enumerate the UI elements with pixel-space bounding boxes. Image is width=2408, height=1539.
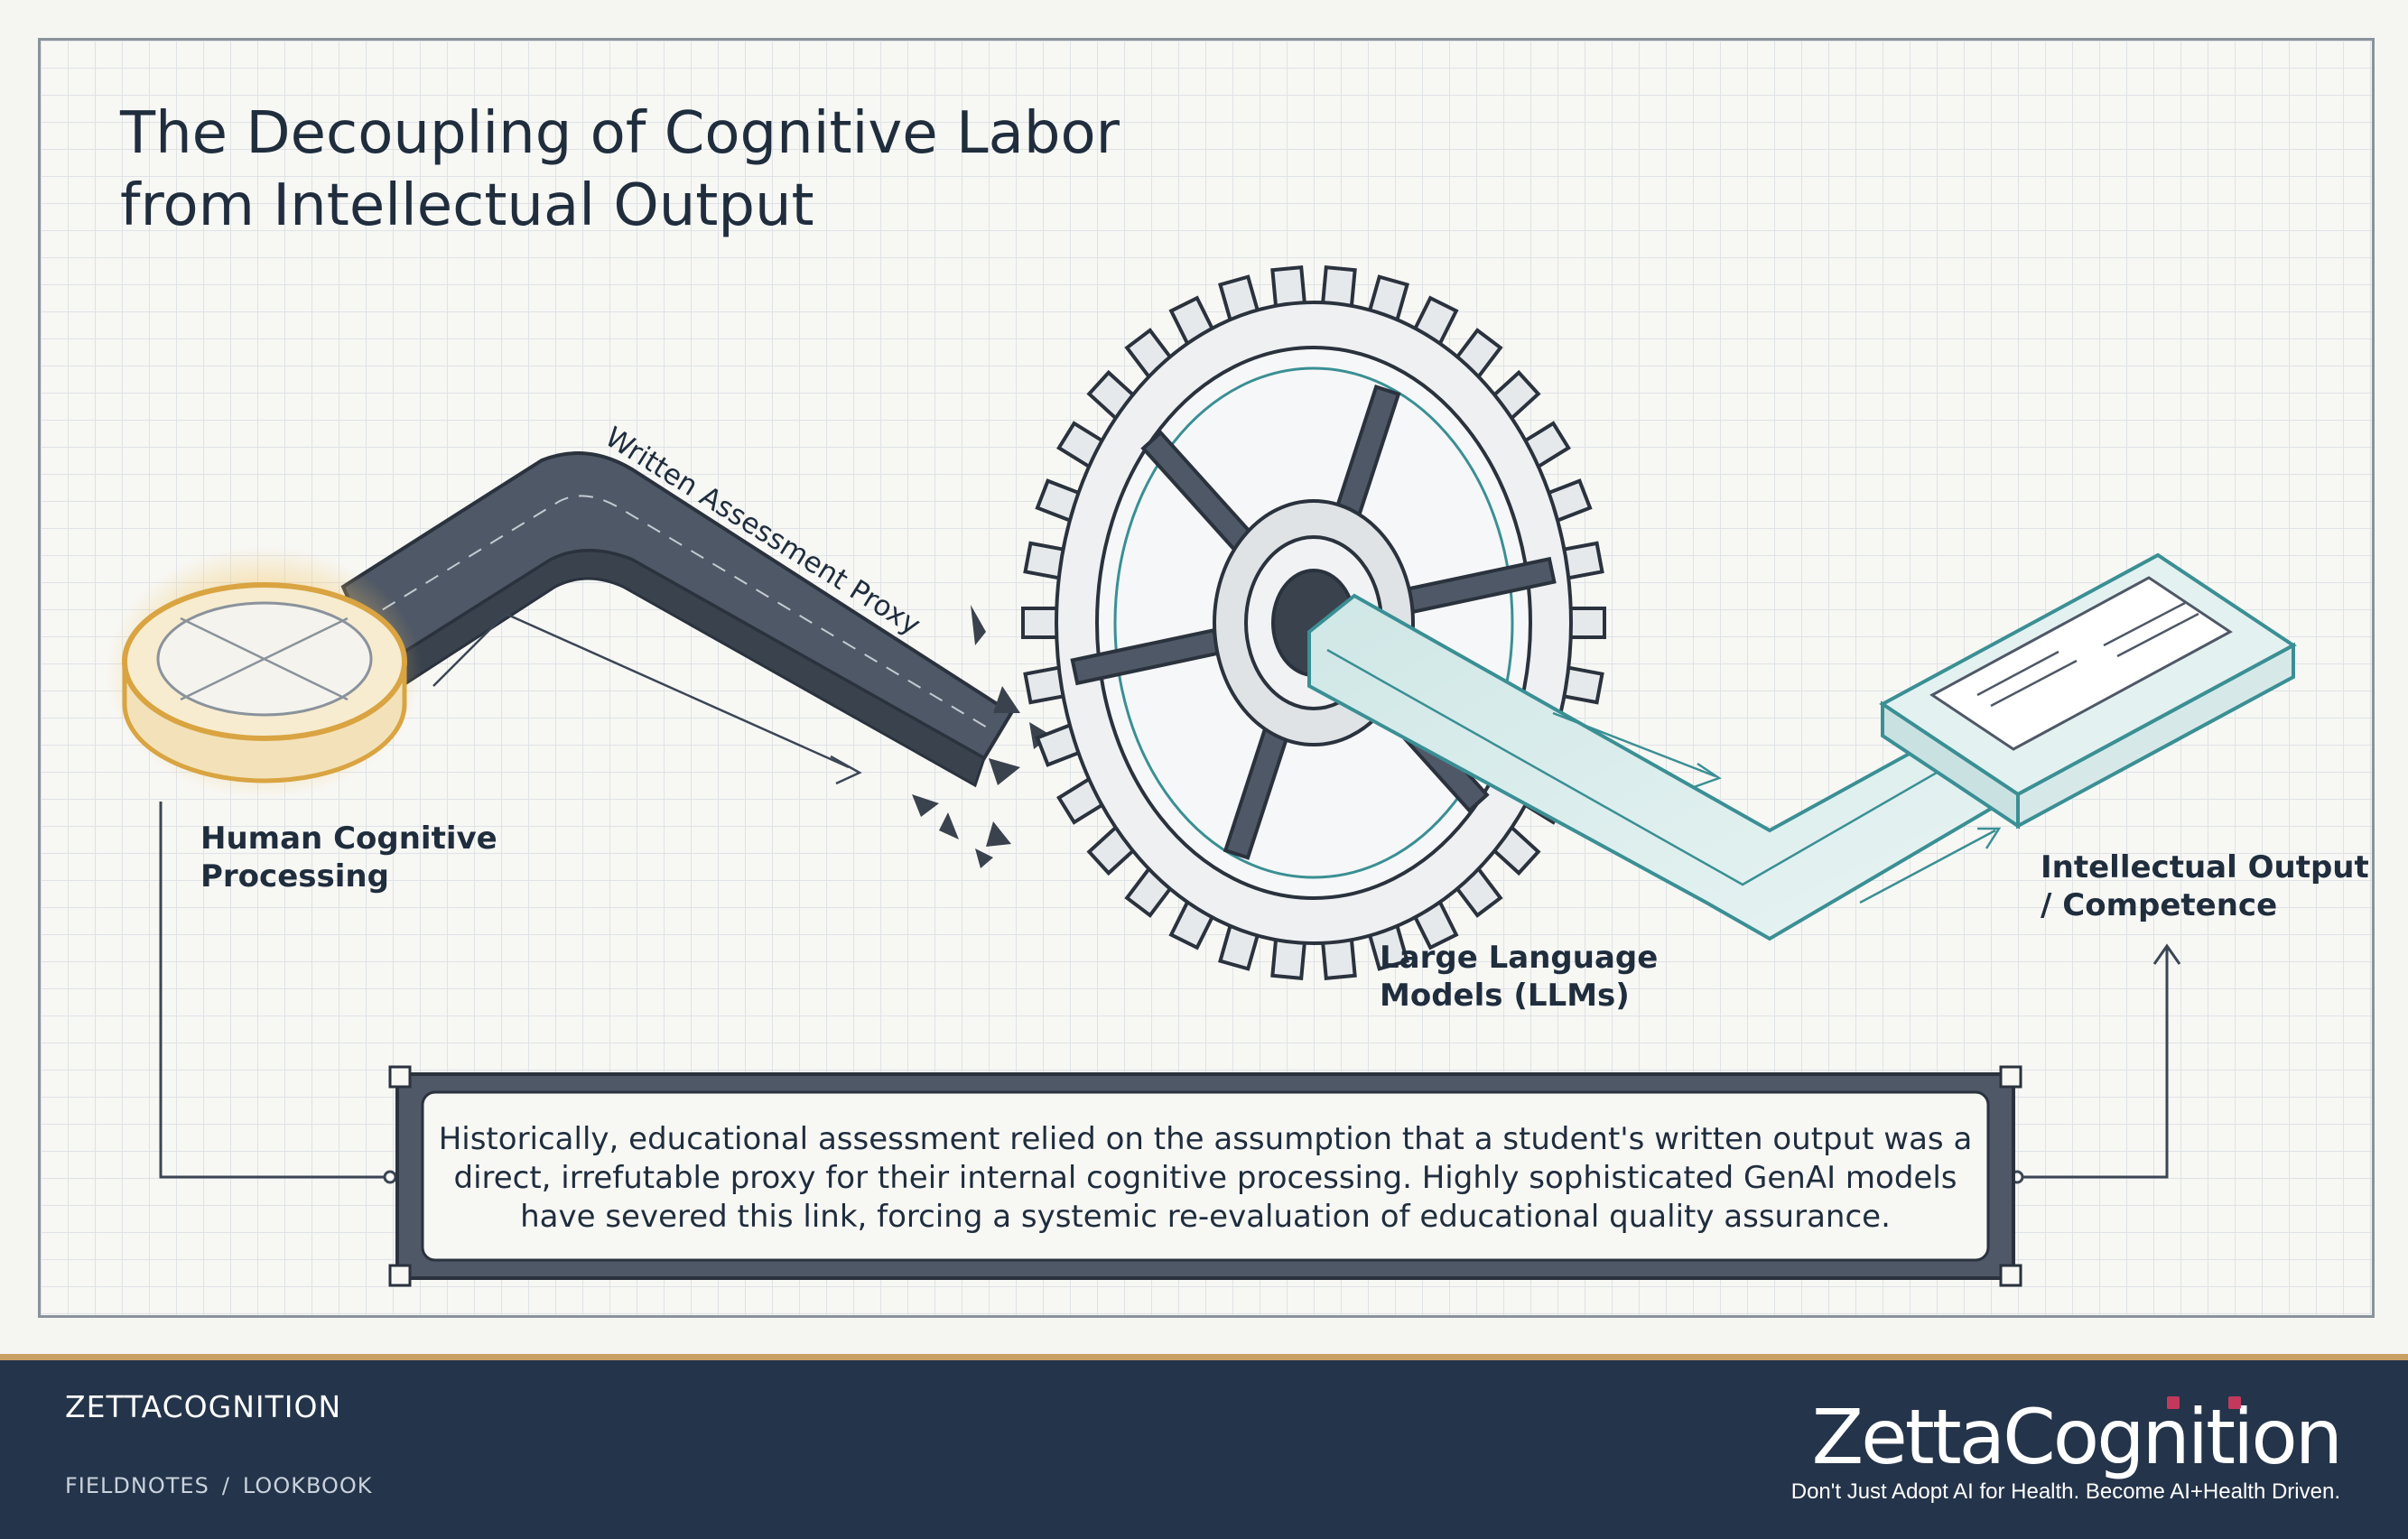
caption-text: Historically, educational assessment rel… — [424, 1088, 1986, 1268]
llm-gear — [1021, 265, 1606, 980]
breadcrumb-lookbook[interactable]: LOOKBOOK — [242, 1473, 373, 1498]
teal-output-shaft — [1307, 593, 2016, 941]
footer-tagline: Don't Just Adopt AI for Health. Become A… — [1790, 1479, 2340, 1504]
zettacognition-logo[interactable]: ZettaCognition — [1726, 1393, 2343, 1481]
diagram-canvas: The Decoupling of Cognitive Labor from I… — [38, 38, 2375, 1318]
caption-body: Historically, educational assessment rel… — [438, 1120, 1973, 1235]
breadcrumb: FIELDNOTES / LOOKBOOK — [65, 1473, 373, 1498]
footer-bar: ZETTACOGNITION FIELDNOTES / LOOKBOOK Zetta… — [0, 1354, 2408, 1539]
logo-dot-icon — [2167, 1396, 2180, 1409]
logo-wordmark: ZettaCognition — [1811, 1393, 2343, 1481]
written-proxy-pipe — [340, 451, 1014, 788]
pipe-shards — [912, 605, 1052, 868]
logo-dot-icon — [2228, 1396, 2241, 1409]
footer-brand[interactable]: ZETTACOGNITION — [65, 1389, 342, 1424]
label-output: Intellectual Output / Competence — [2041, 849, 2369, 923]
human-coin — [106, 546, 422, 799]
breadcrumb-fieldnotes[interactable]: FIELDNOTES — [65, 1473, 209, 1498]
label-human: Human Cognitive Processing — [200, 820, 497, 895]
breadcrumb-separator: / — [221, 1473, 230, 1498]
feedback-connector-left — [159, 802, 397, 1184]
diagram-illustration: Written Assessment Proxy — [106, 265, 2297, 1287]
label-llm: Large Language Models (LLMs) — [1380, 940, 1659, 1014]
output-document — [1879, 552, 2297, 830]
caption-plaque — [388, 1065, 2022, 1287]
feedback-connector-right — [2010, 943, 2181, 1184]
diagram-title: The Decoupling of Cognitive Labor from I… — [120, 100, 1120, 239]
